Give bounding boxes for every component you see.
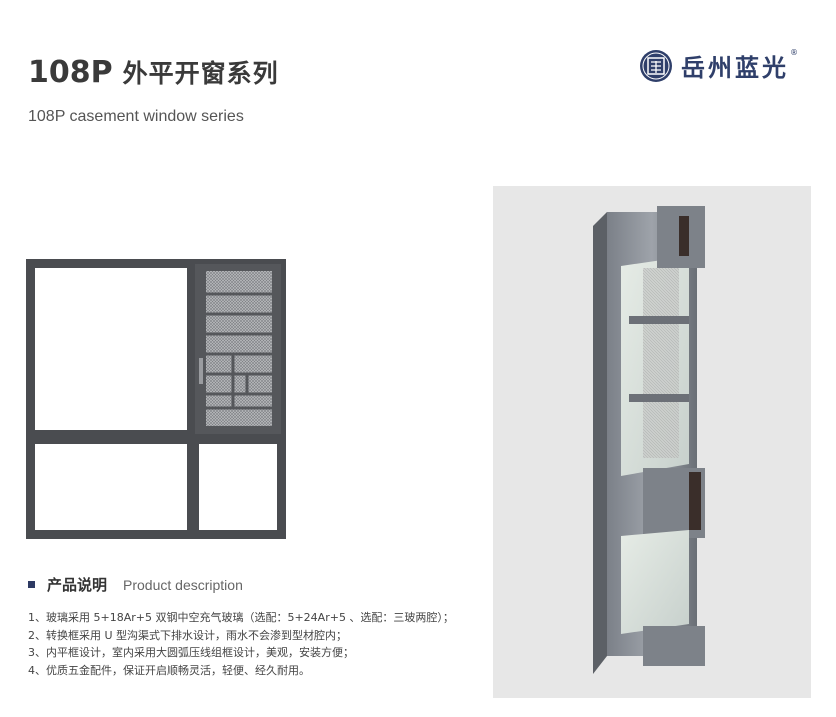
bottom-profile	[643, 626, 705, 666]
brand-logo: 岳州蓝光 ®	[639, 48, 798, 83]
description-item: 4、优质五金配件，保证开启顺畅灵活，轻便、经久耐用。	[28, 663, 310, 677]
description-item: 1、玻璃采用 5+18Ar+5 双钢中空充气玻璃（选配：5+24Ar+5 、选配…	[28, 611, 454, 624]
lower-glass	[621, 530, 689, 634]
top-gasket	[679, 216, 689, 256]
window-elevation-diagram	[26, 259, 286, 539]
pane-top-left	[35, 268, 187, 430]
screen-bar	[629, 394, 689, 402]
description-item: 3、内平框设计，室内采用大圆弧压线组框设计，美观，安装方便；	[28, 646, 354, 659]
screen-bar	[629, 316, 689, 324]
frame-side-face	[593, 212, 607, 674]
sash-handle	[199, 358, 203, 384]
insect-screen	[206, 271, 272, 426]
description-list: 1、玻璃采用 5+18Ar+5 双钢中空充气玻璃（选配：5+24Ar+5 、选配…	[28, 609, 454, 679]
product-description-heading: 产品说明 Product description	[28, 574, 243, 595]
registered-mark: ®	[790, 48, 798, 57]
page-subtitle: 108P casement window series	[28, 108, 244, 125]
square-bullet-icon	[28, 581, 35, 588]
title-cn: 外平开窗系列	[122, 59, 279, 88]
page-title: 108P 外平开窗系列	[28, 54, 279, 90]
section-title-en: Product description	[123, 576, 243, 593]
pane-bottom-right	[199, 444, 277, 530]
section-title-cn: 产品说明	[47, 576, 108, 594]
brand-emblem-icon	[640, 49, 672, 82]
pane-bottom-left	[35, 444, 187, 530]
brand-name: 岳州蓝光	[681, 54, 789, 82]
upper-screen	[643, 268, 679, 458]
description-item: 2、转换框采用 U 型沟渠式下排水设计，雨水不会渗到型材腔内；	[28, 628, 348, 642]
window-section-photo	[493, 186, 811, 698]
model-number: 108P	[28, 55, 113, 90]
screen-grid	[206, 292, 272, 410]
transom-gasket	[689, 472, 701, 530]
